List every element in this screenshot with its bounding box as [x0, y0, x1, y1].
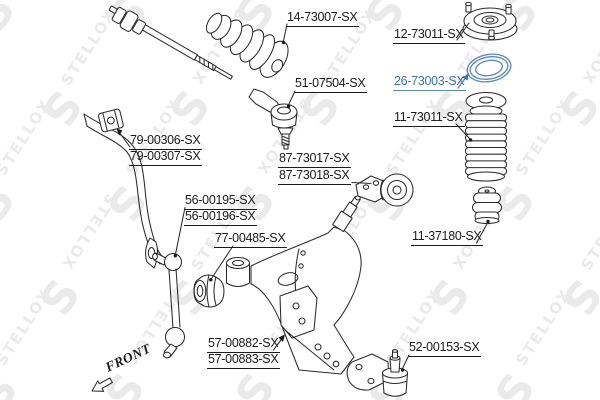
strut-mount-drawing: [462, 1, 518, 41]
strut-bearing-drawing[interactable]: [465, 51, 513, 85]
tie-rod-end-drawing: [248, 88, 298, 150]
part-label-control-arm-bushing[interactable]: 77-00485-SX: [214, 231, 288, 248]
arm-bracket-bushing-drawing: [355, 173, 414, 207]
control-arm-drawing: [225, 195, 362, 375]
part-label-strut-mount[interactable]: 12-73011-SX: [393, 27, 466, 44]
stabilizer-link-drawing: [152, 252, 186, 359]
steering-rack-boot-drawing: [205, 12, 289, 78]
stabilizer-bushing-drawing: [98, 108, 124, 133]
part-label-arm-bracket-bushing-left[interactable]: 87-73017-SX: [278, 151, 352, 168]
part-label-control-arm-left[interactable]: 57-00882-SX: [207, 336, 281, 353]
part-label-strut-bearing[interactable]: 26-73003-SX: [393, 74, 467, 91]
part-label-bump-stop[interactable]: 11-37180-SX: [411, 229, 484, 246]
stabilizer-bar-drawing: [83, 113, 168, 269]
front-direction-arrow: [91, 377, 113, 392]
control-arm-bushing-drawing: [193, 274, 225, 308]
bump-stop-drawing: [471, 186, 503, 225]
part-label-steering-rack-boot[interactable]: 14-73007-SX: [286, 10, 360, 27]
shock-dust-boot-drawing: [464, 91, 508, 182]
part-label-tie-rod-end[interactable]: 51-07504-SX: [294, 76, 368, 93]
part-label-ball-joint[interactable]: 52-00153-SX: [408, 340, 482, 357]
part-label-stabilizer-link-left[interactable]: 56-00195-SX: [184, 193, 258, 210]
part-label-arm-bracket-bushing-right[interactable]: 87-73018-SX: [278, 168, 352, 185]
part-label-stabilizer-link-right[interactable]: 56-00196-SX: [184, 209, 258, 226]
part-label-control-arm-right[interactable]: 57-00883-SX: [207, 352, 281, 369]
part-label-stabilizer-bushing-right[interactable]: 79-00307-SX: [129, 149, 203, 166]
ball-joint-drawing: [346, 349, 409, 397]
steering-rack-rod-drawing: [108, 5, 233, 80]
part-label-shock-dust-boot[interactable]: 11-73011-SX: [393, 110, 465, 127]
part-label-stabilizer-bushing-left[interactable]: 79-00306-SX: [129, 133, 203, 150]
